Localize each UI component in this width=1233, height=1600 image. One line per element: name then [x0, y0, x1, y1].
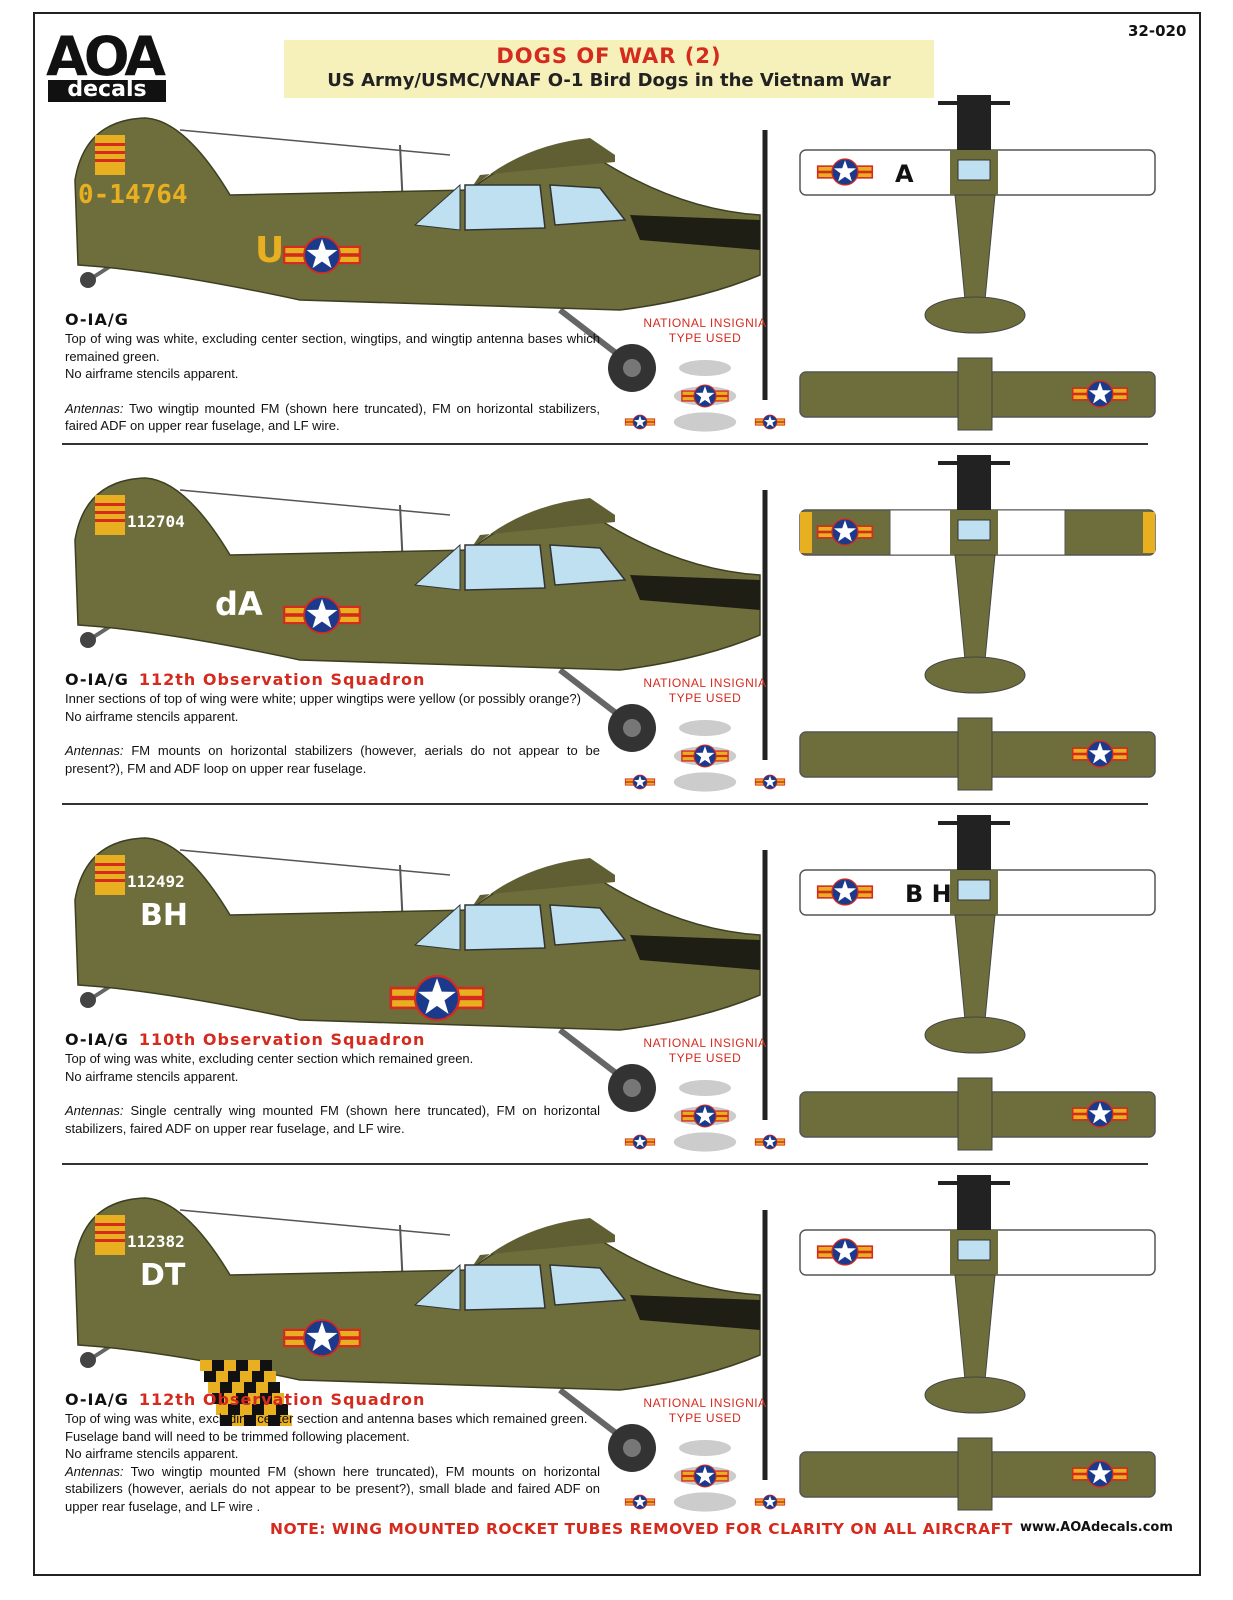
tail-serial: 0-14764: [78, 180, 188, 210]
logo-letters: AOA: [46, 25, 166, 88]
desc-line: Top of wing was white, excluding center …: [65, 1051, 474, 1066]
variant-heading: O-IA/G 110th Observation Squadron: [65, 1030, 425, 1049]
aircraft-description: Top of wing was white, excluding center …: [65, 1050, 600, 1137]
title-box: DOGS OF WAR (2) US Army/USMC/VNAF O-1 Bi…: [284, 40, 934, 98]
variant-name: O-IA/G: [65, 1030, 129, 1049]
aoa-logo: AOA decals: [46, 25, 168, 102]
variant-name: O-IA/G: [65, 670, 129, 689]
fuselage-code: U: [255, 230, 285, 271]
desc-line: No airframe stencils apparent.: [65, 1068, 239, 1084]
antennas-note: Antennas: Two wingtip mounted FM (shown …: [65, 400, 600, 434]
desc-line: No airframe stencils apparent.: [65, 708, 239, 724]
desc-line: Inner sections of top of wing were white…: [65, 691, 581, 706]
footer-website: www.AOAdecals.com: [1020, 1520, 1173, 1535]
squadron-name: 110th Observation Squadron: [138, 1030, 426, 1049]
aircraft-description: Top of wing was white, excluding center …: [65, 1410, 600, 1515]
aircraft-description: Top of wing was white, excluding center …: [65, 330, 600, 435]
squadron-name: 112th Observation Squadron: [138, 1390, 426, 1409]
variant-heading: O-IA/G 112th Observation Squadron: [65, 670, 425, 689]
fuselage-code: BH: [140, 898, 188, 933]
desc-line: No airframe stencils apparent.: [65, 366, 239, 381]
page-frame: [33, 12, 1201, 1576]
desc-line: No airframe stencils apparent.: [65, 1446, 239, 1461]
page-subtitle: US Army/USMC/VNAF O-1 Bird Dogs in the V…: [327, 70, 891, 91]
section-divider: [62, 803, 1148, 805]
desc-line: Top of wing was white, excluding center …: [65, 1411, 588, 1426]
desc-line: Top of wing was white, excluding center …: [65, 331, 600, 364]
variant-name: O-IA/G: [65, 1390, 129, 1409]
section-divider: [62, 443, 1148, 445]
aircraft-description: Inner sections of top of wing were white…: [65, 690, 600, 777]
desc-line: Fuselage band will need to be trimmed fo…: [65, 1428, 410, 1444]
tail-serial: 112704: [127, 512, 185, 531]
variant-heading: O-IA/G: [65, 310, 139, 329]
variant-heading: O-IA/G 112th Observation Squadron: [65, 1390, 425, 1409]
squadron-name: 112th Observation Squadron: [138, 670, 426, 689]
product-code: 32-020: [1128, 22, 1187, 40]
fuselage-code: dA: [215, 585, 263, 623]
antennas-note: Antennas: Single centrally wing mounted …: [65, 1103, 600, 1136]
antennas-note: Antennas: Two wingtip mounted FM (shown …: [65, 1463, 600, 1514]
tail-serial: 112492: [127, 872, 185, 891]
tail-serial: 112382: [127, 1232, 185, 1251]
fuselage-code: DT: [140, 1258, 186, 1293]
page-title: DOGS OF WAR (2): [496, 44, 722, 68]
antennas-note: Antennas: FM mounts on horizontal stabil…: [65, 743, 600, 776]
section-divider: [62, 1163, 1148, 1165]
footer-note: NOTE: WING MOUNTED ROCKET TUBES REMOVED …: [270, 1520, 1013, 1538]
variant-name: O-IA/G: [65, 310, 129, 329]
logo-sub: decals: [48, 79, 166, 102]
